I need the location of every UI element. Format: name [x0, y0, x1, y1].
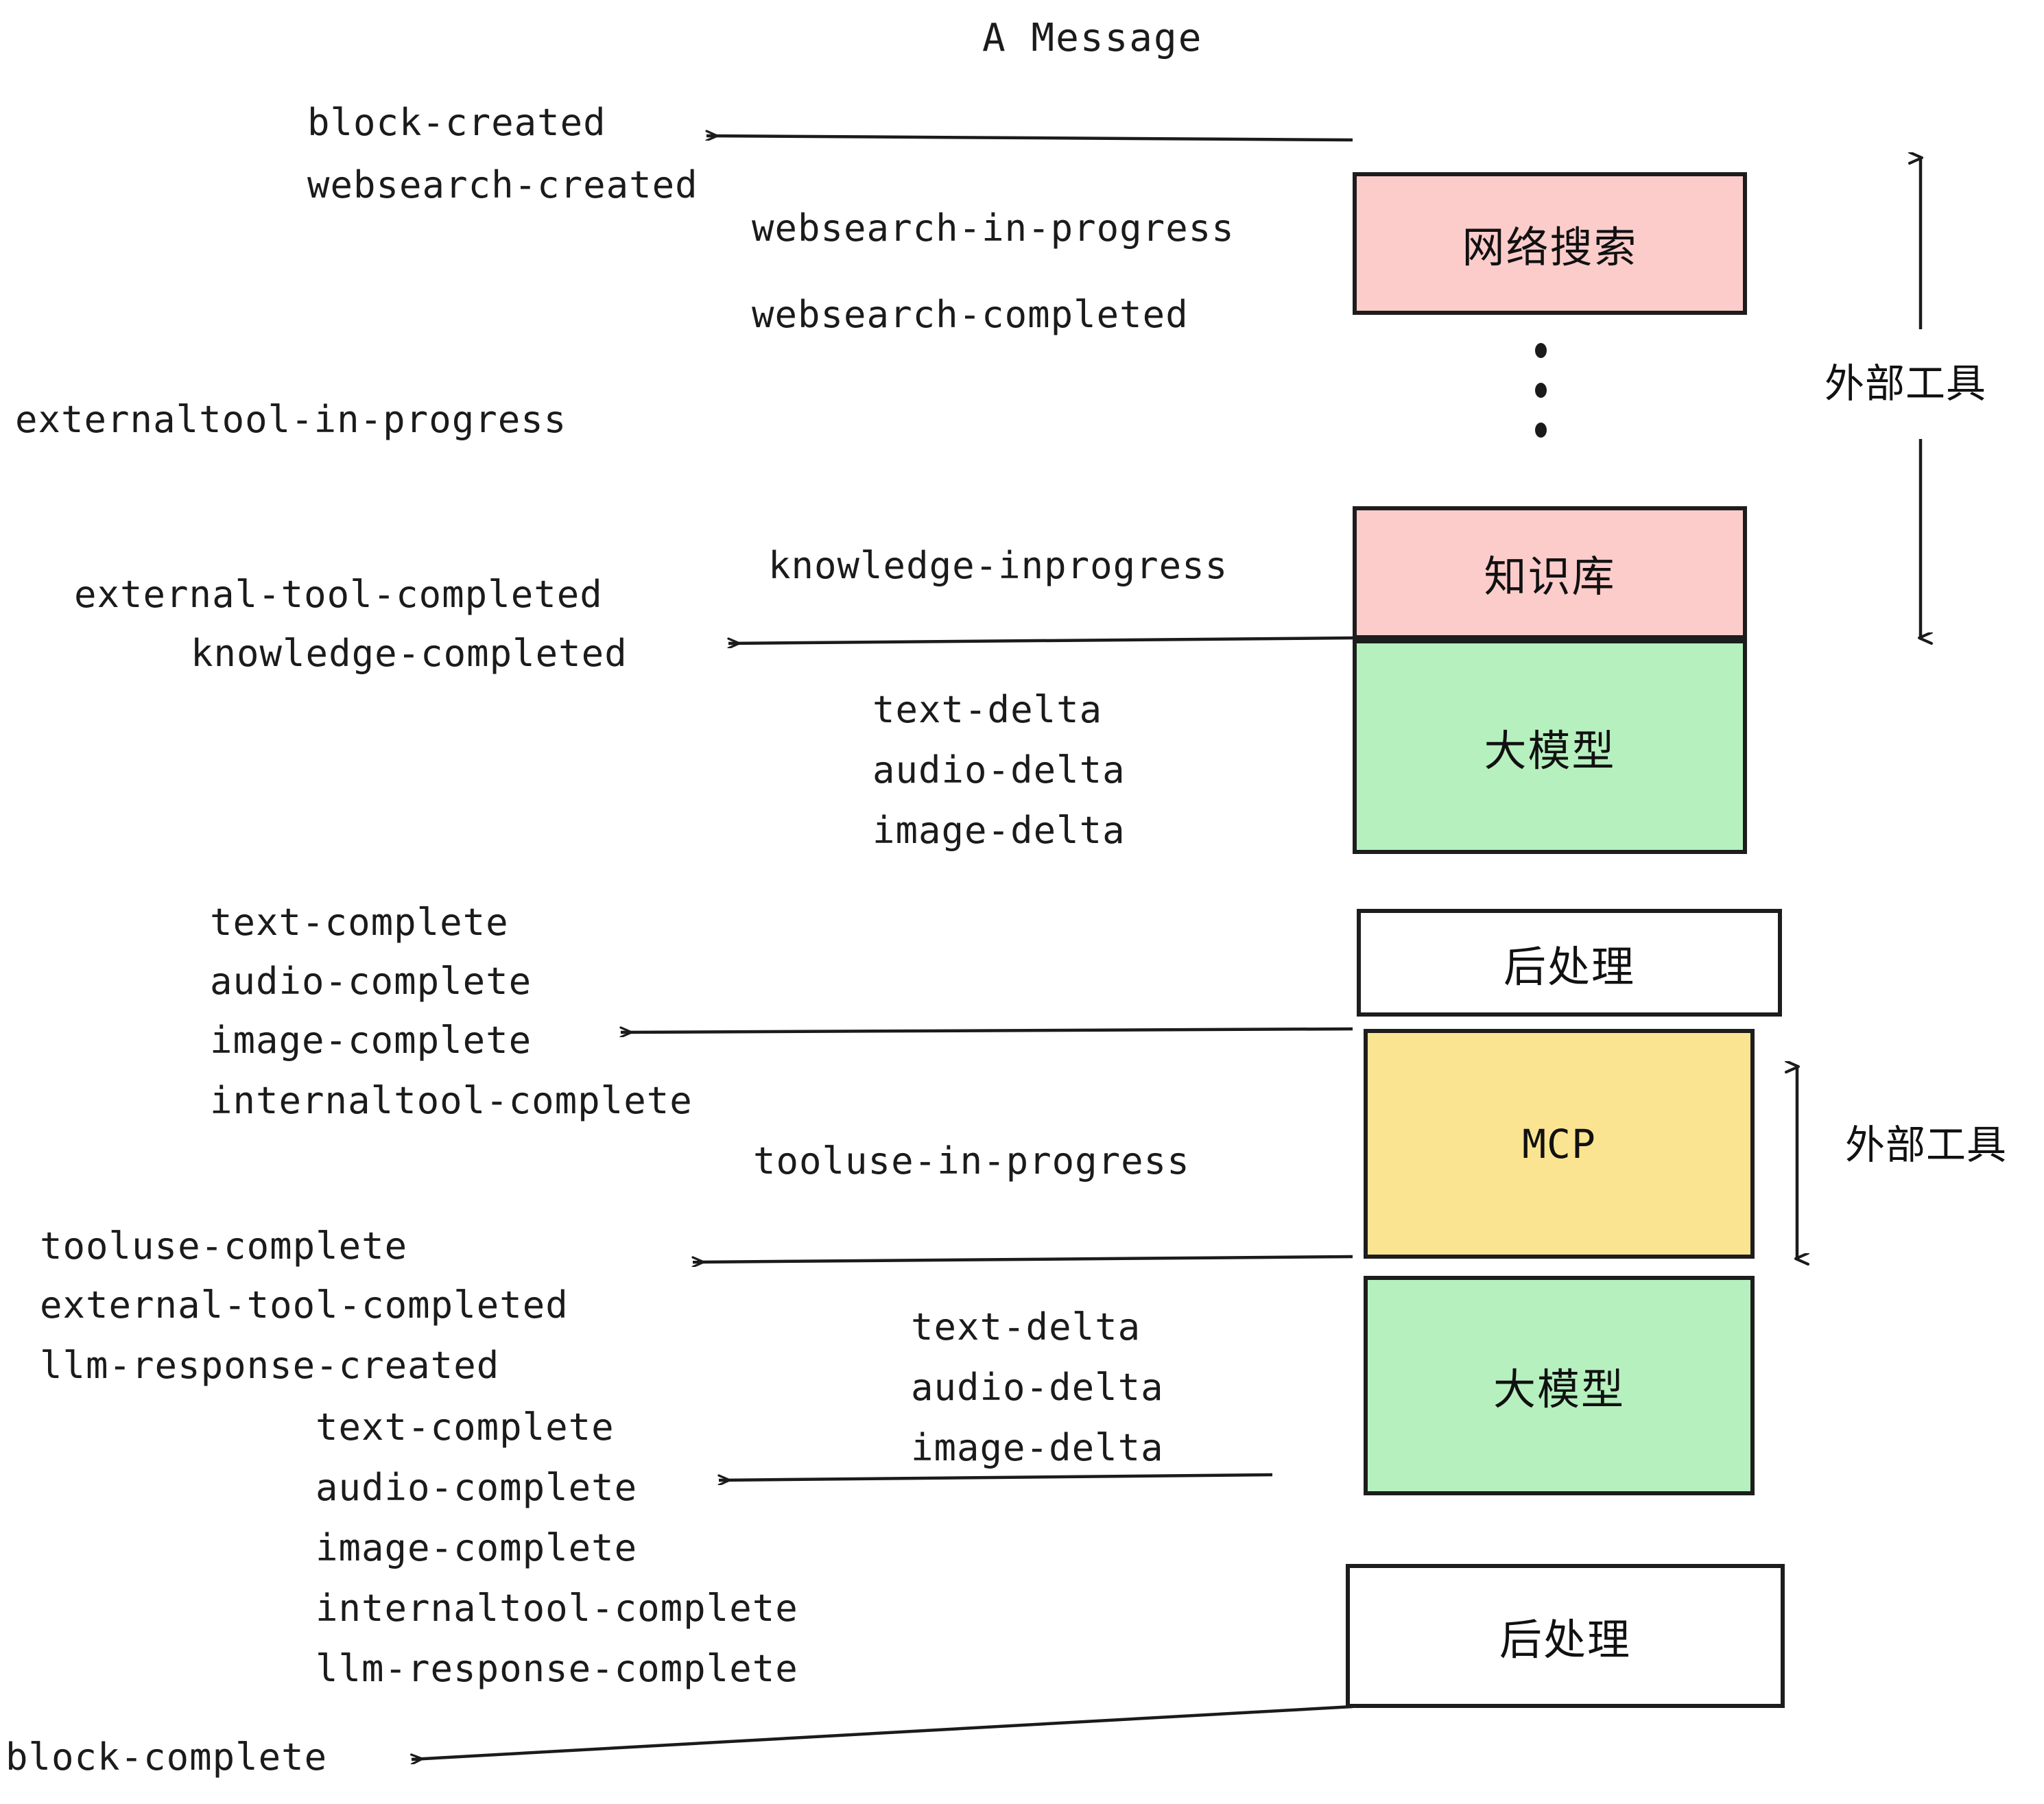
event-text-complete-2: text-complete — [316, 1405, 615, 1449]
event-audio-complete-2: audio-complete — [316, 1466, 638, 1509]
event-text-delta-2: text-delta — [911, 1305, 1141, 1349]
event-tooluse-complete: tooluse-complete — [40, 1224, 408, 1268]
node-mcp[interactable]: MCP — [1364, 1029, 1755, 1259]
event-text-complete-1: text-complete — [210, 901, 509, 944]
node-websearch[interactable]: 网络搜索 — [1353, 172, 1747, 315]
arrow-llm-to-audio-complete — [719, 1473, 1273, 1480]
event-external-tool-completed-2: external-tool-completed — [40, 1283, 569, 1327]
dot-1 — [1535, 343, 1547, 358]
node-postprocess-top-label: 后处理 — [1503, 941, 1635, 992]
event-tooluse-in-progress: tooluse-in-progress — [753, 1139, 1190, 1183]
event-websearch-in-progress: websearch-in-progress — [752, 206, 1235, 250]
event-block-complete: block-complete — [5, 1735, 328, 1779]
arrow-postprocess-to-block-complete — [412, 1705, 1353, 1759]
node-postprocess-top[interactable]: 后处理 — [1357, 909, 1782, 1017]
page-title: A Message — [982, 16, 1203, 60]
node-mcp-label: MCP — [1522, 1120, 1596, 1167]
event-llm-response-complete: llm-response-complete — [316, 1647, 798, 1690]
event-image-complete-1: image-complete — [210, 1019, 532, 1062]
event-text-delta-1: text-delta — [872, 688, 1103, 731]
event-external-tool-completed-1: external-tool-completed — [74, 573, 603, 616]
node-knowledge[interactable]: 知识库 — [1353, 506, 1747, 639]
event-image-delta-2: image-delta — [911, 1426, 1164, 1469]
event-audio-complete-1: audio-complete — [210, 960, 532, 1003]
event-internaltool-complete-2: internaltool-complete — [316, 1587, 798, 1630]
group-label-external-tool-bottom: 外部工具 — [1845, 1121, 2008, 1168]
event-externaltool-in-progress: externaltool-in-progress — [15, 398, 567, 441]
arrow-mcp-to-tooluse-complete — [693, 1255, 1353, 1262]
event-audio-delta-2: audio-delta — [911, 1366, 1164, 1409]
dot-2 — [1535, 383, 1547, 398]
event-knowledge-inprogress: knowledge-inprogress — [768, 544, 1228, 587]
group-label-external-tool-top: 外部工具 — [1825, 360, 1987, 407]
node-postprocess-bottom[interactable]: 后处理 — [1346, 1564, 1785, 1708]
node-knowledge-label: 知识库 — [1484, 551, 1616, 602]
node-llm-bottom[interactable]: 大模型 — [1364, 1276, 1755, 1495]
node-llm-top[interactable]: 大模型 — [1353, 639, 1747, 854]
event-websearch-completed: websearch-completed — [752, 293, 1189, 336]
arrow-knowledge-to-completed — [728, 636, 1353, 643]
event-image-complete-2: image-complete — [316, 1526, 638, 1569]
node-llm-top-label: 大模型 — [1484, 725, 1616, 776]
event-audio-delta-1: audio-delta — [872, 748, 1126, 792]
node-websearch-label: 网络搜索 — [1462, 222, 1638, 272]
node-postprocess-bottom-label: 后处理 — [1499, 1615, 1631, 1665]
event-internaltool-complete-1: internaltool-complete — [210, 1079, 693, 1122]
node-llm-bottom-label: 大模型 — [1493, 1364, 1625, 1414]
ellipsis-dots — [1535, 343, 1547, 438]
event-llm-response-created: llm-response-created — [40, 1344, 500, 1387]
event-knowledge-completed: knowledge-completed — [191, 632, 628, 675]
event-block-created: block-created — [307, 101, 606, 144]
dot-3 — [1535, 423, 1547, 438]
arrow-websearch-to-block-created — [706, 136, 1353, 142]
event-websearch-created: websearch-created — [307, 163, 698, 206]
arrow-postprocess-to-image-complete — [621, 1029, 1353, 1032]
event-image-delta-1: image-delta — [872, 809, 1126, 852]
